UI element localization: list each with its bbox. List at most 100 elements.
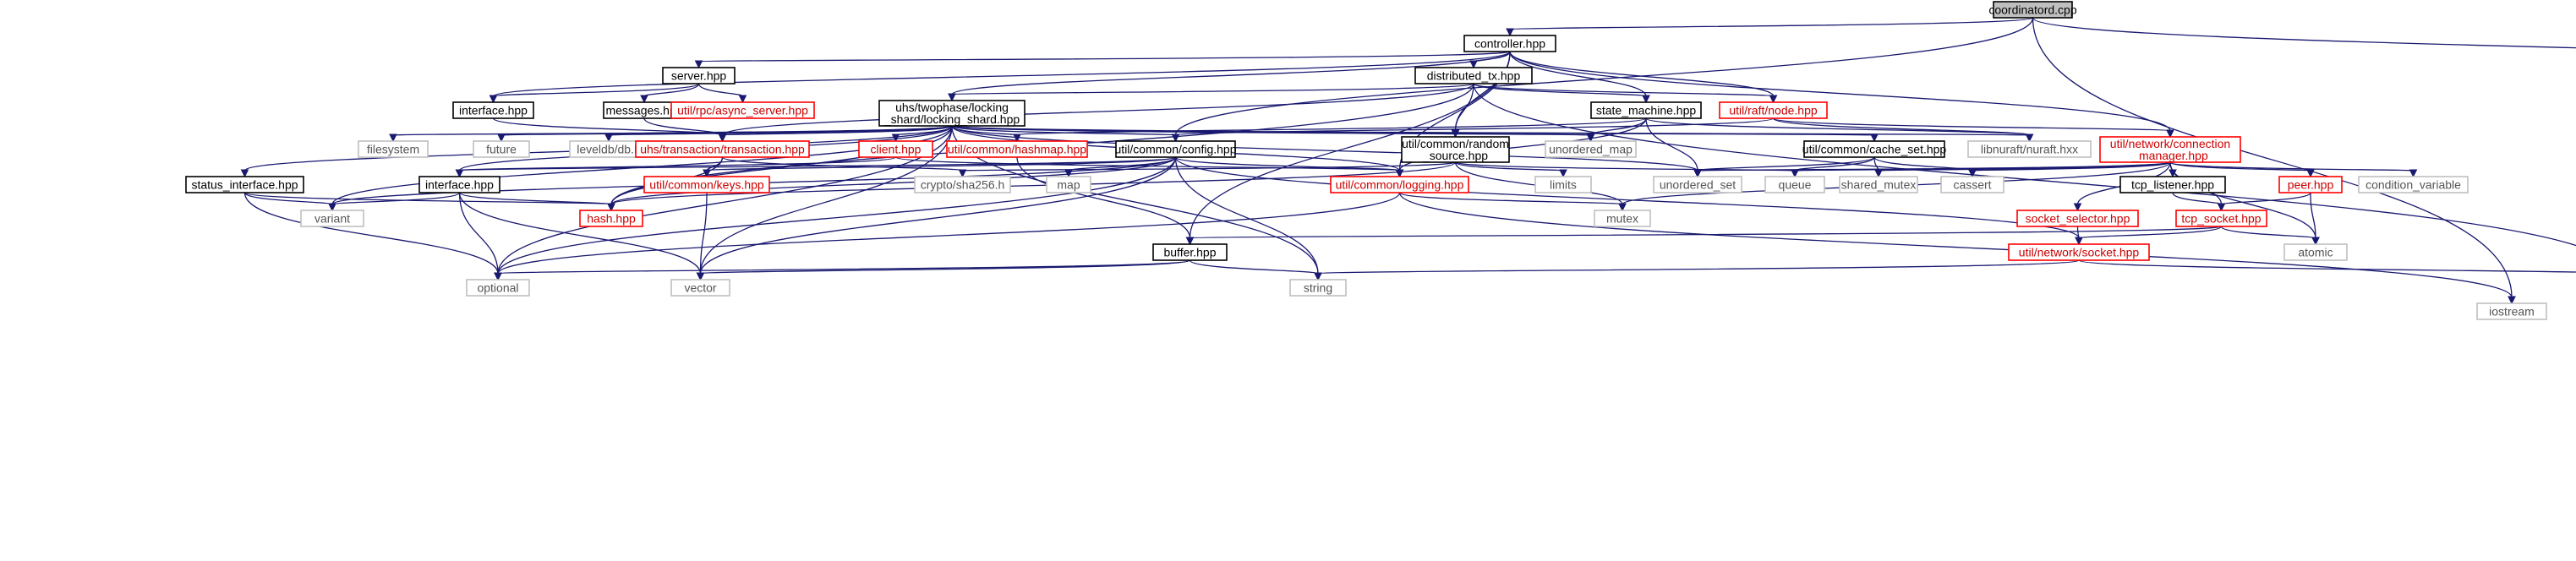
edge-arrowhead [640, 95, 648, 104]
edge-status-to-optional [243, 192, 499, 275]
edge-arrowhead [328, 203, 336, 212]
edge-arrowhead [1314, 272, 1322, 281]
node-label: leveldb/db.h [577, 143, 641, 156]
node-box [914, 176, 1011, 193]
node-coord[interactable]: coordinatord.cpp [1988, 1, 2077, 19]
node-label: shared_mutex [1841, 178, 1917, 192]
node-socket[interactable]: util/network/socket.hpp [2008, 243, 2150, 261]
edge-controller-to-interface1 [492, 51, 1511, 97]
edge-connmgr-to-peer [2169, 161, 2311, 172]
edge-arrowhead [489, 95, 498, 104]
edge-raftnode-to-libnuraft [1772, 117, 2031, 136]
node-label: uhs/transaction/transaction.hpp [640, 143, 805, 156]
node-box [1590, 101, 1702, 119]
node-asyncserver[interactable]: util/rpc/async_server.hpp [670, 101, 815, 119]
node-label: unordered_map [1549, 143, 1633, 156]
node-box [2476, 302, 2547, 320]
edge-interface2-to-optional [458, 192, 499, 275]
node-random[interactable]: util/common/random_source.hpp [1401, 136, 1510, 163]
edge-controller-to-raftnode [1509, 51, 1775, 97]
node-box [2119, 176, 2226, 193]
edge-controller-to-locking [951, 51, 1511, 95]
node-socketselector[interactable]: socket_selector.hpp [2016, 210, 2139, 227]
edge-hashmap-to-buffer [1016, 156, 1191, 239]
edge-arrowhead [604, 133, 613, 143]
edge-keys-to-vector [699, 192, 708, 275]
node-messages[interactable]: messages.hpp [603, 101, 686, 119]
node-cacheset[interactable]: util/common/cache_set.hpp [1802, 140, 1947, 158]
node-hashmap[interactable]: util/common/hashmap.hpp [946, 140, 1088, 158]
node-config[interactable]: util/common/config.hpp [1115, 140, 1237, 158]
node-status[interactable]: status_interface.hpp [185, 176, 304, 193]
edge-coord-to-csignal [2032, 17, 2576, 49]
node-box [1401, 136, 1510, 163]
edge-arrowhead [607, 203, 615, 212]
node-box [858, 140, 933, 158]
node-label: condition_variable [2365, 178, 2461, 192]
node-box [1330, 176, 1469, 193]
node-dtx[interactable]: distributed_tx.hpp [1414, 67, 1533, 84]
edge-tcpsocket-to-buffer [1189, 226, 2223, 239]
node-label: controller.hpp [1474, 37, 1545, 51]
node-interface2[interactable]: interface.hpp [418, 176, 500, 193]
node-box [1653, 176, 1742, 193]
edge-buffer-to-optional [497, 259, 1191, 275]
edge-config-to-optional [497, 156, 1177, 275]
node-label: queue [1779, 178, 1812, 192]
edge-interface2-to-variant [331, 192, 461, 205]
node-label: map [1057, 178, 1080, 192]
edge-locking-to-unordered_map [951, 125, 1592, 136]
node-box [643, 176, 770, 193]
node-raftnode[interactable]: util/raft/node.hpp [1719, 101, 1828, 119]
node-controller[interactable]: controller.hpp [1463, 35, 1556, 52]
node-box [2175, 210, 2267, 227]
node-box [1115, 140, 1236, 158]
edge-raftnode-to-connmgr [1772, 117, 2171, 132]
node-label: interface.hpp [459, 104, 528, 117]
node-peer[interactable]: peer.hpp [2278, 176, 2343, 193]
node-label: util/common/hashmap.hpp [948, 143, 1086, 156]
node-statemachine[interactable]: state_machine.hpp [1590, 101, 1702, 119]
edge-controller-to-server [697, 51, 1511, 63]
edge-dtx-to-raftnode [1473, 83, 1775, 97]
edge-arrowhead [1968, 169, 1977, 178]
edge-config-to-keys [706, 156, 1177, 172]
node-label: _manager.hpp [2131, 149, 2208, 162]
node-tcpsocket[interactable]: tcp_socket.hpp [2175, 210, 2267, 227]
node-tcplistener[interactable]: tcp_listener.hpp [2119, 176, 2226, 193]
edge-arrowhead [1559, 169, 1567, 178]
edge-buffer-to-string [1189, 259, 1319, 275]
node-logging[interactable]: util/common/logging.hpp [1330, 176, 1469, 193]
node-hash[interactable]: hash.hpp [579, 210, 643, 227]
edge-arrowhead [1395, 169, 1404, 178]
node-box [1594, 210, 1651, 227]
edge-arrowhead [958, 169, 967, 178]
edge-locking-to-hash [610, 125, 953, 205]
node-transaction[interactable]: uhs/transaction/transaction.hpp [635, 140, 810, 158]
node-label: util/common/config.hpp [1115, 143, 1237, 156]
edge-arrowhead [2508, 296, 2516, 305]
node-interface1[interactable]: interface.hpp [452, 101, 534, 119]
edge-arrowhead [240, 169, 249, 178]
node-limits: limits [1534, 176, 1592, 193]
edge-arrowhead [2409, 169, 2418, 178]
node-label: coordinatord.cpp [1988, 3, 2077, 17]
node-label: unordered_set [1660, 178, 1736, 192]
edge-arrowhead [1874, 169, 1883, 178]
node-server[interactable]: server.hpp [662, 67, 736, 84]
node-map: map [1046, 176, 1091, 193]
node-box [1940, 176, 2004, 193]
node-client[interactable]: client.hpp [858, 140, 933, 158]
node-locking[interactable]: uhs/twophase/locking_shard/locking_shard… [878, 100, 1025, 127]
node-buffer[interactable]: buffer.hpp [1152, 243, 1228, 261]
node-vector: vector [670, 279, 730, 297]
edge-locking-to-unordered_set [951, 125, 1698, 172]
node-variant: variant [300, 210, 364, 227]
node-keys[interactable]: util/common/keys.hpp [643, 176, 770, 193]
node-connmgr[interactable]: util/network/connection_manager.hpp [2099, 136, 2241, 163]
edge-arrowhead [718, 133, 727, 143]
edge-controller-to-random [1454, 51, 1511, 132]
node-label: tcp_listener.hpp [2131, 178, 2214, 192]
node-label: util/common/random [1402, 137, 1509, 150]
node-box [418, 176, 500, 193]
